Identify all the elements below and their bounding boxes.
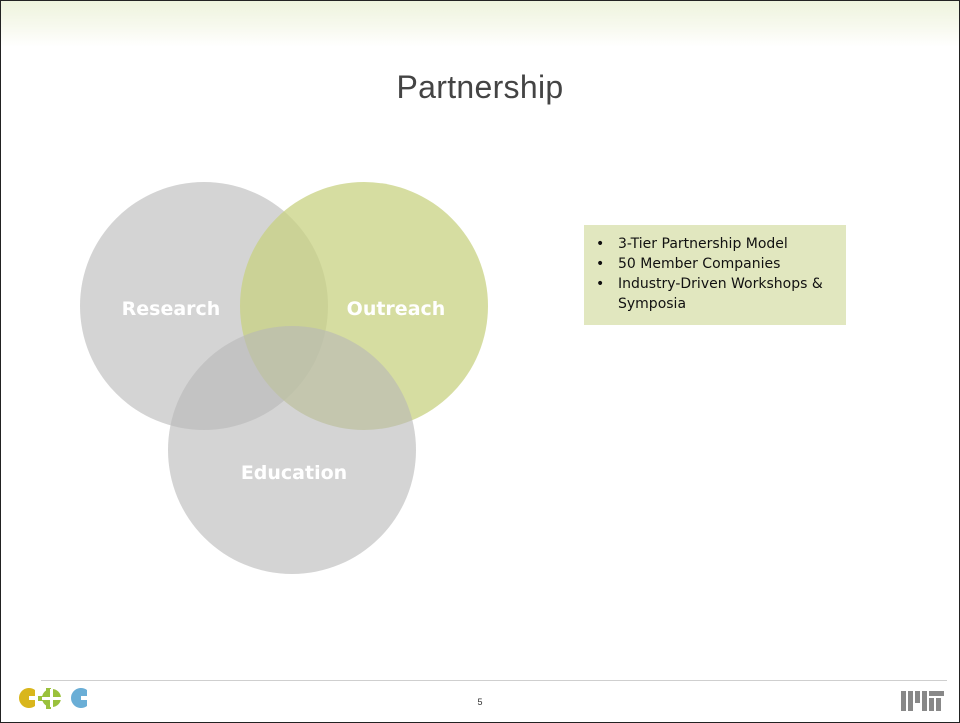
mit-logo-icon xyxy=(901,691,944,711)
bullet-dot-icon: • xyxy=(596,256,605,272)
bullet-box: • 3-Tier Partnership Model • 50 Member Com… xyxy=(584,225,846,325)
bullet-text: Industry-Driven Workshops & Symposia xyxy=(618,276,823,312)
venn-diagram: Research Outreach Education xyxy=(80,182,488,574)
bullet-item: • Industry-Driven Workshops & Symposia xyxy=(594,274,838,314)
bullet-item: • 50 Member Companies xyxy=(594,254,838,274)
bullet-dot-icon: • xyxy=(596,276,605,292)
venn-label-outreach: Outreach xyxy=(347,298,446,320)
bullet-list: • 3-Tier Partnership Model • 50 Member Com… xyxy=(594,234,838,314)
bullet-dot-icon: • xyxy=(596,236,605,252)
header-band xyxy=(1,1,959,47)
bullet-item: • 3-Tier Partnership Model xyxy=(594,234,838,254)
slide-title: Partnership xyxy=(396,69,564,105)
venn-circle-education xyxy=(168,326,416,574)
venn-label-education: Education xyxy=(241,462,347,484)
cuc-logo-icon xyxy=(19,688,87,709)
venn-label-research: Research xyxy=(122,298,221,320)
bullet-text: 50 Member Companies xyxy=(618,256,781,272)
bullet-text: 3-Tier Partnership Model xyxy=(618,236,788,252)
footer-divider xyxy=(41,680,947,681)
page-number: 5 xyxy=(477,697,483,707)
